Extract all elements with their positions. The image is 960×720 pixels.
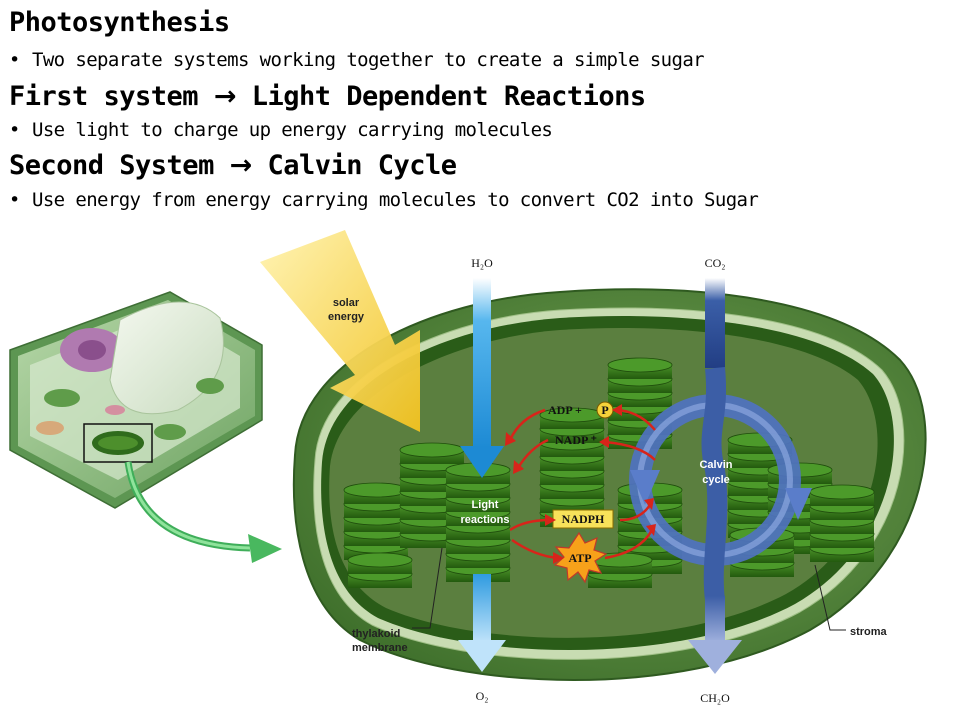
- right-arrow-icon: →: [213, 81, 237, 112]
- reaction-arrows: [508, 408, 656, 560]
- light-reactions-label-2: reactions: [461, 514, 510, 526]
- o2-output-arrow: O₂: [458, 574, 506, 703]
- calvin-cycle: Calvin cycle: [629, 367, 812, 602]
- zoom-box: [83, 423, 153, 463]
- thylakoid-disk-top: [343, 482, 409, 498]
- calvin-label-2: cycle: [702, 474, 730, 486]
- slide-title: Photosynthesis: [9, 7, 230, 38]
- atp-starburst-icon: [553, 531, 608, 584]
- plant-cell-illustration: [9, 291, 263, 509]
- co2-input-arrow: CO₂: [705, 256, 726, 368]
- calvin-label-1: Calvin: [699, 459, 732, 471]
- co2-label: CO₂: [705, 256, 726, 270]
- stroma-callout: stroma: [814, 564, 888, 638]
- thylakoid-disk-top: [809, 484, 875, 500]
- bullet-two-systems: •Two separate systems working together t…: [9, 49, 705, 71]
- thylakoid-disk-top: [347, 552, 413, 568]
- zoom-arrow-icon: [124, 461, 282, 563]
- water-input-arrow: H₂O: [460, 256, 504, 478]
- heading-first-system: First system → Light Dependent Reactions: [9, 81, 646, 112]
- bullet-light-reactions: •Use light to charge up energy carrying …: [9, 119, 553, 141]
- bullet-calvin: •Use energy from energy carrying molecul…: [9, 189, 759, 211]
- bullet-dot: •: [9, 189, 20, 211]
- svg-text:P: P: [601, 403, 608, 417]
- svg-text:membrane: membrane: [352, 642, 408, 654]
- thylakoid-disk-top: [607, 357, 673, 373]
- adp-label: ADP +: [548, 403, 582, 417]
- h2o-label: H₂O: [471, 256, 493, 270]
- svg-text:stroma: stroma: [850, 626, 888, 638]
- sugar-output-arrow: CH₂O: [688, 596, 742, 705]
- energy-carriers: ADP + P NADP ⁺ NADPH ATP: [548, 401, 614, 584]
- bullet-dot: •: [9, 119, 20, 141]
- thylakoid-disk-top: [399, 442, 465, 458]
- thylakoid-callout: thylakoid membrane: [352, 547, 443, 654]
- reaction-arrowheads: [505, 404, 656, 564]
- atp-label: ATP: [568, 551, 591, 565]
- nadp-label: NADP ⁺: [555, 433, 597, 447]
- ch2o-label: CH₂O: [700, 691, 730, 705]
- heading-second-system: Second System → Calvin Cycle: [9, 150, 457, 181]
- solar-label-1: solar: [333, 297, 360, 309]
- solar-label-2: energy: [328, 311, 365, 323]
- right-arrow-icon: →: [229, 150, 253, 181]
- bullet-dot: •: [9, 49, 20, 71]
- light-reactions-label-1: Light: [472, 499, 499, 511]
- photosynthesis-diagram: solar energy H₂O CO₂ Calvin cycle O₂ CH₂…: [9, 230, 927, 705]
- solar-energy-arrow: solar energy: [260, 230, 420, 432]
- o2-label: O₂: [476, 689, 489, 703]
- nadph-label: NADPH: [562, 512, 605, 526]
- svg-text:thylakoid: thylakoid: [352, 628, 400, 640]
